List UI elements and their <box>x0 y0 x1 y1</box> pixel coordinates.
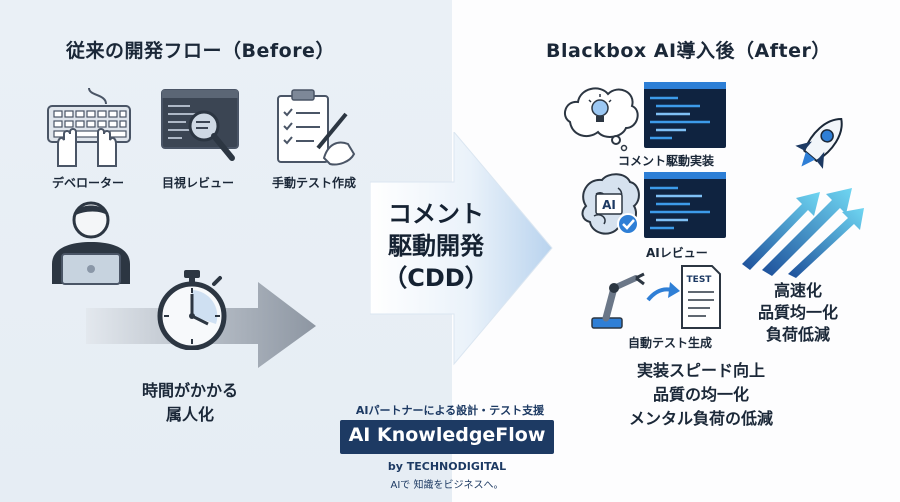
after-result-3: メンタル負荷の低減 <box>628 409 773 428</box>
after-title: Blackbox AI導入後（After） <box>546 40 831 62</box>
stopwatch-icon <box>152 268 232 350</box>
brand-slogan: AIで 知識をビジネスへ。 <box>390 480 504 491</box>
after-result-2: 品質の均一化 <box>652 385 749 404</box>
test-doc-text: TEST <box>687 275 713 285</box>
keyboard-icon <box>46 88 132 168</box>
after-result-1: 実装スピード向上 <box>636 361 765 380</box>
lightbulb-code-icon <box>560 82 728 154</box>
brand-name: AI KnowledgeFlow <box>348 424 546 446</box>
ai-chip-text: AI <box>602 198 616 212</box>
after-icon-label-3: 自動テスト生成 <box>628 336 713 350</box>
clipboard-checklist-icon <box>274 88 358 170</box>
cdd-line-2: 駆動開発 <box>388 232 484 260</box>
brand-tagline: AIパートナーによる設計・テスト支援 <box>355 404 545 417</box>
before-icon-label-2: 目視レビュー <box>162 176 235 190</box>
cdd-arrow <box>370 132 554 366</box>
robot-arm-test-icon: TEST <box>586 262 726 332</box>
developer-laptop-icon <box>48 198 134 286</box>
cdd-line-3: （CDD） <box>383 264 489 292</box>
brand-by: by TECHNODIGITAL <box>387 460 507 473</box>
after-icon-label-1: コメント駆動実装 <box>618 154 715 168</box>
after-icon-label-2: AIレビュー <box>646 246 708 260</box>
after-benefit-2: 品質均一化 <box>757 303 838 322</box>
before-title: 従来の開発フロー（Before） <box>66 40 335 62</box>
brand-logo-box: AI KnowledgeFlow <box>340 420 554 454</box>
before-problem-1: 時間がかかる <box>141 381 238 400</box>
after-benefit-1: 高速化 <box>773 281 822 300</box>
before-icon-label-3: 手動テスト作成 <box>272 176 357 190</box>
before-icon-label-1: デベローター <box>52 176 125 190</box>
before-problem-2: 属人化 <box>165 405 214 424</box>
rocket-growth-icon <box>736 108 866 278</box>
ai-brain-icon: AI <box>578 172 728 242</box>
cdd-line-1: コメント <box>388 200 484 228</box>
magnifier-code-icon <box>160 88 242 168</box>
after-benefit-3: 負荷低減 <box>765 325 830 344</box>
